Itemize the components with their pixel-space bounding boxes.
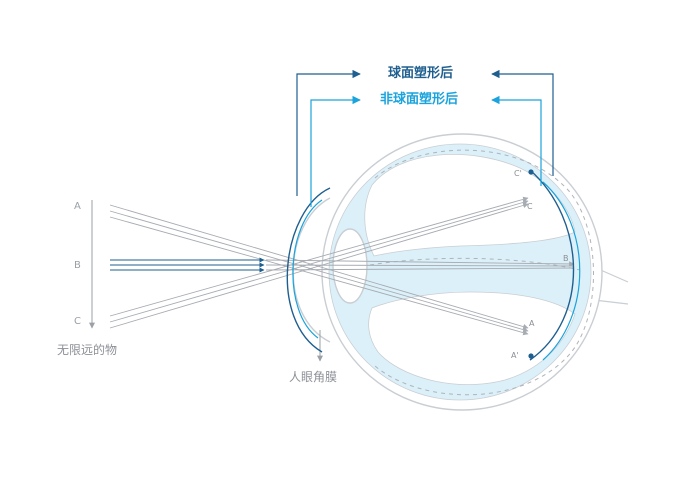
image-point-c: C (527, 202, 533, 211)
object-point-b: B (74, 260, 81, 271)
rays-from-a (109, 204, 529, 336)
vitreous-lower-chamber (368, 291, 576, 386)
image-point-c-prime: C' (514, 169, 522, 178)
aspherical-label: 非球面塑形后 (380, 92, 459, 107)
aspherical-image-curve (542, 181, 581, 361)
image-point-a-prime: A' (511, 351, 519, 360)
vitreous-upper-chamber (364, 154, 576, 257)
object-point-a: A (74, 201, 81, 212)
spherical-cornea-curve (286, 187, 331, 353)
spherical-leader-lines (296, 69, 554, 196)
aspherical-cornea-curve (292, 199, 323, 339)
eye-lens (332, 228, 368, 304)
rays-from-c (109, 196, 529, 329)
spherical-label: 球面塑形后 (388, 66, 454, 81)
rays-from-b (110, 257, 575, 273)
far-object-caption: 无限远的物 (57, 343, 118, 357)
cornea-caption: 人眼角膜 (289, 370, 338, 384)
axis-dashed-line (369, 257, 581, 271)
image-point-b: B (563, 254, 569, 263)
image-dot-a-prime (528, 353, 534, 359)
retina-dashed-contour (374, 149, 594, 396)
spherical-image-curve (529, 169, 575, 361)
image-dot-c-prime (528, 169, 534, 175)
image-point-a: A (529, 319, 535, 328)
object-point-c: C (74, 316, 81, 327)
aspherical-leader-lines (310, 95, 542, 207)
